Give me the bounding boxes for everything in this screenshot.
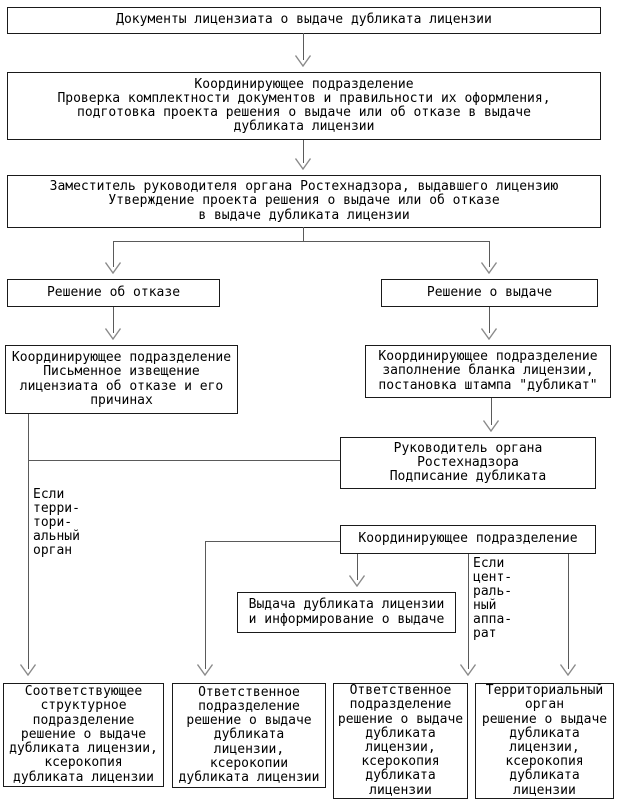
connector-line xyxy=(205,541,206,669)
connector-line xyxy=(113,241,490,242)
arrow-down-icon xyxy=(104,328,122,340)
box-documents: Документы лицензиата о выдаче дубликата … xyxy=(7,7,601,34)
box-structural-unit: Соответствующее структурное подразделени… xyxy=(3,683,164,787)
box-fill-blank: Координирующее подразделение заполнение … xyxy=(365,345,611,398)
connector-line xyxy=(28,414,29,669)
connector-line xyxy=(205,541,340,542)
connector-line xyxy=(113,241,114,267)
box-territorial-body: Территориальный орган решение о выдаче д… xyxy=(475,683,614,799)
connector-line xyxy=(489,307,490,333)
box-head-sign: Руководитель органа Ростехнадзора Подпис… xyxy=(340,437,596,489)
connector-line xyxy=(113,307,114,333)
connector-line xyxy=(468,554,469,669)
arrow-down-icon xyxy=(294,55,312,67)
connector-line xyxy=(303,33,304,60)
connector-line xyxy=(491,398,492,425)
connector-line xyxy=(28,460,340,461)
box-refusal-notice: Координирующее подразделение Письменное … xyxy=(5,345,238,414)
arrow-down-icon xyxy=(19,664,37,676)
box-responsible-unit-a: Ответственное подразделение решение о вы… xyxy=(172,683,326,788)
label-if-central: Если цент- раль- ный аппа- рат xyxy=(473,556,513,641)
arrow-down-icon xyxy=(196,664,214,676)
arrow-down-icon xyxy=(348,575,366,587)
connector-line xyxy=(489,241,490,267)
arrow-down-icon xyxy=(294,158,312,170)
connector-line xyxy=(357,554,358,580)
arrow-down-icon xyxy=(559,664,577,676)
box-responsible-unit-b: Ответственное подразделение решение о вы… xyxy=(333,683,468,799)
connector-line xyxy=(568,554,569,669)
box-issue-decision: Решение о выдаче xyxy=(381,279,598,307)
box-coordinating-unit: Координирующее подразделение xyxy=(340,525,596,554)
connector-line xyxy=(303,227,304,241)
box-refusal-decision: Решение об отказе xyxy=(7,279,220,307)
box-issue-duplicate: Выдача дубликата лицензии и информирован… xyxy=(237,592,456,633)
box-deputy-head: Заместитель руководителя органа Ростехна… xyxy=(7,175,601,228)
arrow-down-icon xyxy=(480,328,498,340)
box-coordinating-review: Координирующее подразделение Проверка ко… xyxy=(7,72,601,140)
arrow-down-icon xyxy=(480,262,498,274)
label-if-territorial: Если терри- тори- альный орган xyxy=(33,487,80,558)
arrow-down-icon xyxy=(104,262,122,274)
connector-line xyxy=(303,140,304,163)
arrow-down-icon xyxy=(482,420,500,432)
arrow-down-icon xyxy=(459,664,477,676)
